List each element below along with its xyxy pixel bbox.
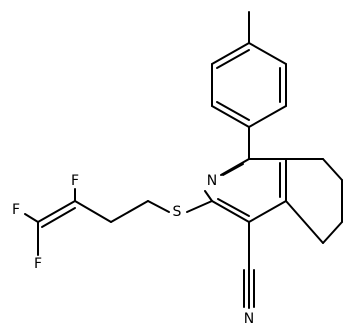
nitrile-group: [243, 221, 255, 309]
bond-c1-n-inner: [222, 163, 244, 176]
bond-n-c3: [204, 190, 213, 202]
bond-tolyl-4: [211, 105, 250, 128]
atom-label-n-nitrile: N: [244, 311, 254, 327]
bond-c3-c4-inner: [217, 198, 250, 217]
bond-s-ch2: [147, 200, 170, 213]
side-chain: [24, 188, 213, 256]
bond-ch2-ch2: [110, 200, 149, 223]
bond-c4-c4a: [248, 200, 287, 223]
bond-c8-c7: [322, 158, 343, 181]
atom-label-f-bottom: F: [34, 256, 42, 272]
bond-tolyl-3: [248, 105, 287, 128]
atom-label-f-mid: F: [12, 202, 20, 218]
atom-label-s: S: [173, 204, 182, 220]
bond-c1-n: [220, 158, 250, 176]
bond-cf-cf2-inner: [41, 207, 76, 228]
bond-tolyl-6: [211, 42, 250, 65]
cyclohexane-ring: [285, 158, 343, 244]
bond-cf-cf2: [37, 200, 76, 223]
pyridine-ring: [204, 158, 287, 223]
bond-tolyl-4-inner: [216, 101, 250, 121]
bond-c3-c4: [211, 200, 250, 223]
bond-cf2-f-left: [24, 213, 39, 223]
bond-ch2-cf: [74, 200, 112, 223]
atom-label-f-top: F: [71, 173, 79, 189]
atom-label-n-ring: N: [207, 173, 217, 189]
tolyl-ring: [211, 11, 287, 128]
bond-c6-c5: [322, 221, 343, 244]
bond-tolyl-1: [248, 42, 287, 65]
bond-c3-s: [186, 200, 213, 213]
bond-tolyl-6-inner: [216, 49, 250, 69]
bond-c5-c4a: [285, 200, 324, 244]
